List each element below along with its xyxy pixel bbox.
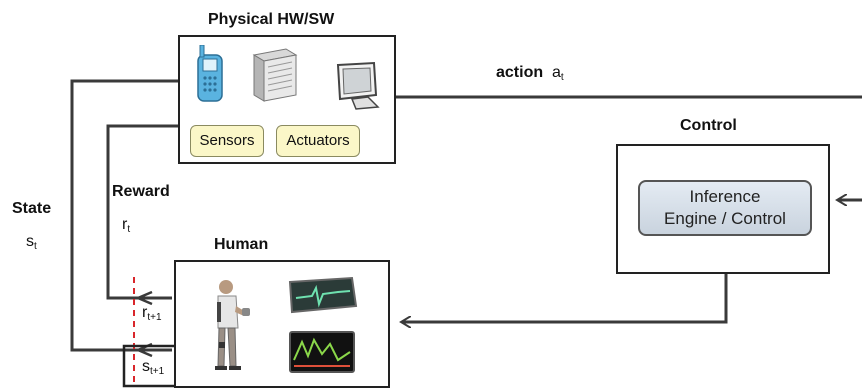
human-box: [174, 260, 390, 388]
state-loop-arrow: [70, 77, 190, 352]
physical-hw-sw-box: Sensors Actuators: [178, 35, 396, 164]
inference-engine-box: Inference Engine / Control: [638, 180, 812, 236]
vital-signs-monitor-icon: [289, 331, 355, 373]
s-next-subscript: t+1: [150, 366, 165, 377]
reward-symbol-wrap: rt: [122, 216, 131, 235]
s-next-label: st+1: [142, 358, 165, 377]
mobile-phone-icon: [197, 45, 223, 102]
action-label: action at: [496, 64, 564, 83]
actuators-pill: Actuators: [276, 125, 360, 157]
reward-subscript: t: [127, 224, 131, 235]
r-next-symbol: r: [142, 304, 148, 321]
ecg-monitor-icon: [288, 276, 358, 314]
action-word: action: [496, 64, 544, 81]
reward-symbol: r: [122, 216, 128, 233]
s-next-symbol: s: [142, 358, 150, 375]
state-subscript: t: [34, 241, 37, 252]
r-next-arrowhead: [134, 290, 153, 306]
physical-title: Physical HW/SW: [208, 11, 335, 28]
engine-line-2: Engine / Control: [664, 209, 786, 228]
server-tower-icon: [252, 48, 298, 102]
control-title: Control: [680, 117, 737, 134]
computer-monitor-icon: [336, 61, 380, 110]
person-with-sensors-icon: [215, 280, 250, 370]
state-label: State: [12, 200, 52, 217]
r-next-label: rt+1: [142, 304, 162, 323]
r-next-subscript: t+1: [147, 312, 162, 323]
state-symbol: s: [26, 233, 34, 250]
control-box: Inference Engine / Control: [616, 144, 830, 274]
action-symbol: a: [552, 64, 561, 81]
control-to-human-arrow: [402, 274, 728, 322]
sensors-pill: Sensors: [190, 125, 264, 157]
action-subscript: t: [560, 72, 564, 83]
state-symbol-wrap: st: [26, 233, 37, 252]
engine-line-1: Inference: [689, 187, 761, 206]
human-title: Human: [214, 236, 269, 253]
reward-label: Reward: [112, 183, 170, 200]
